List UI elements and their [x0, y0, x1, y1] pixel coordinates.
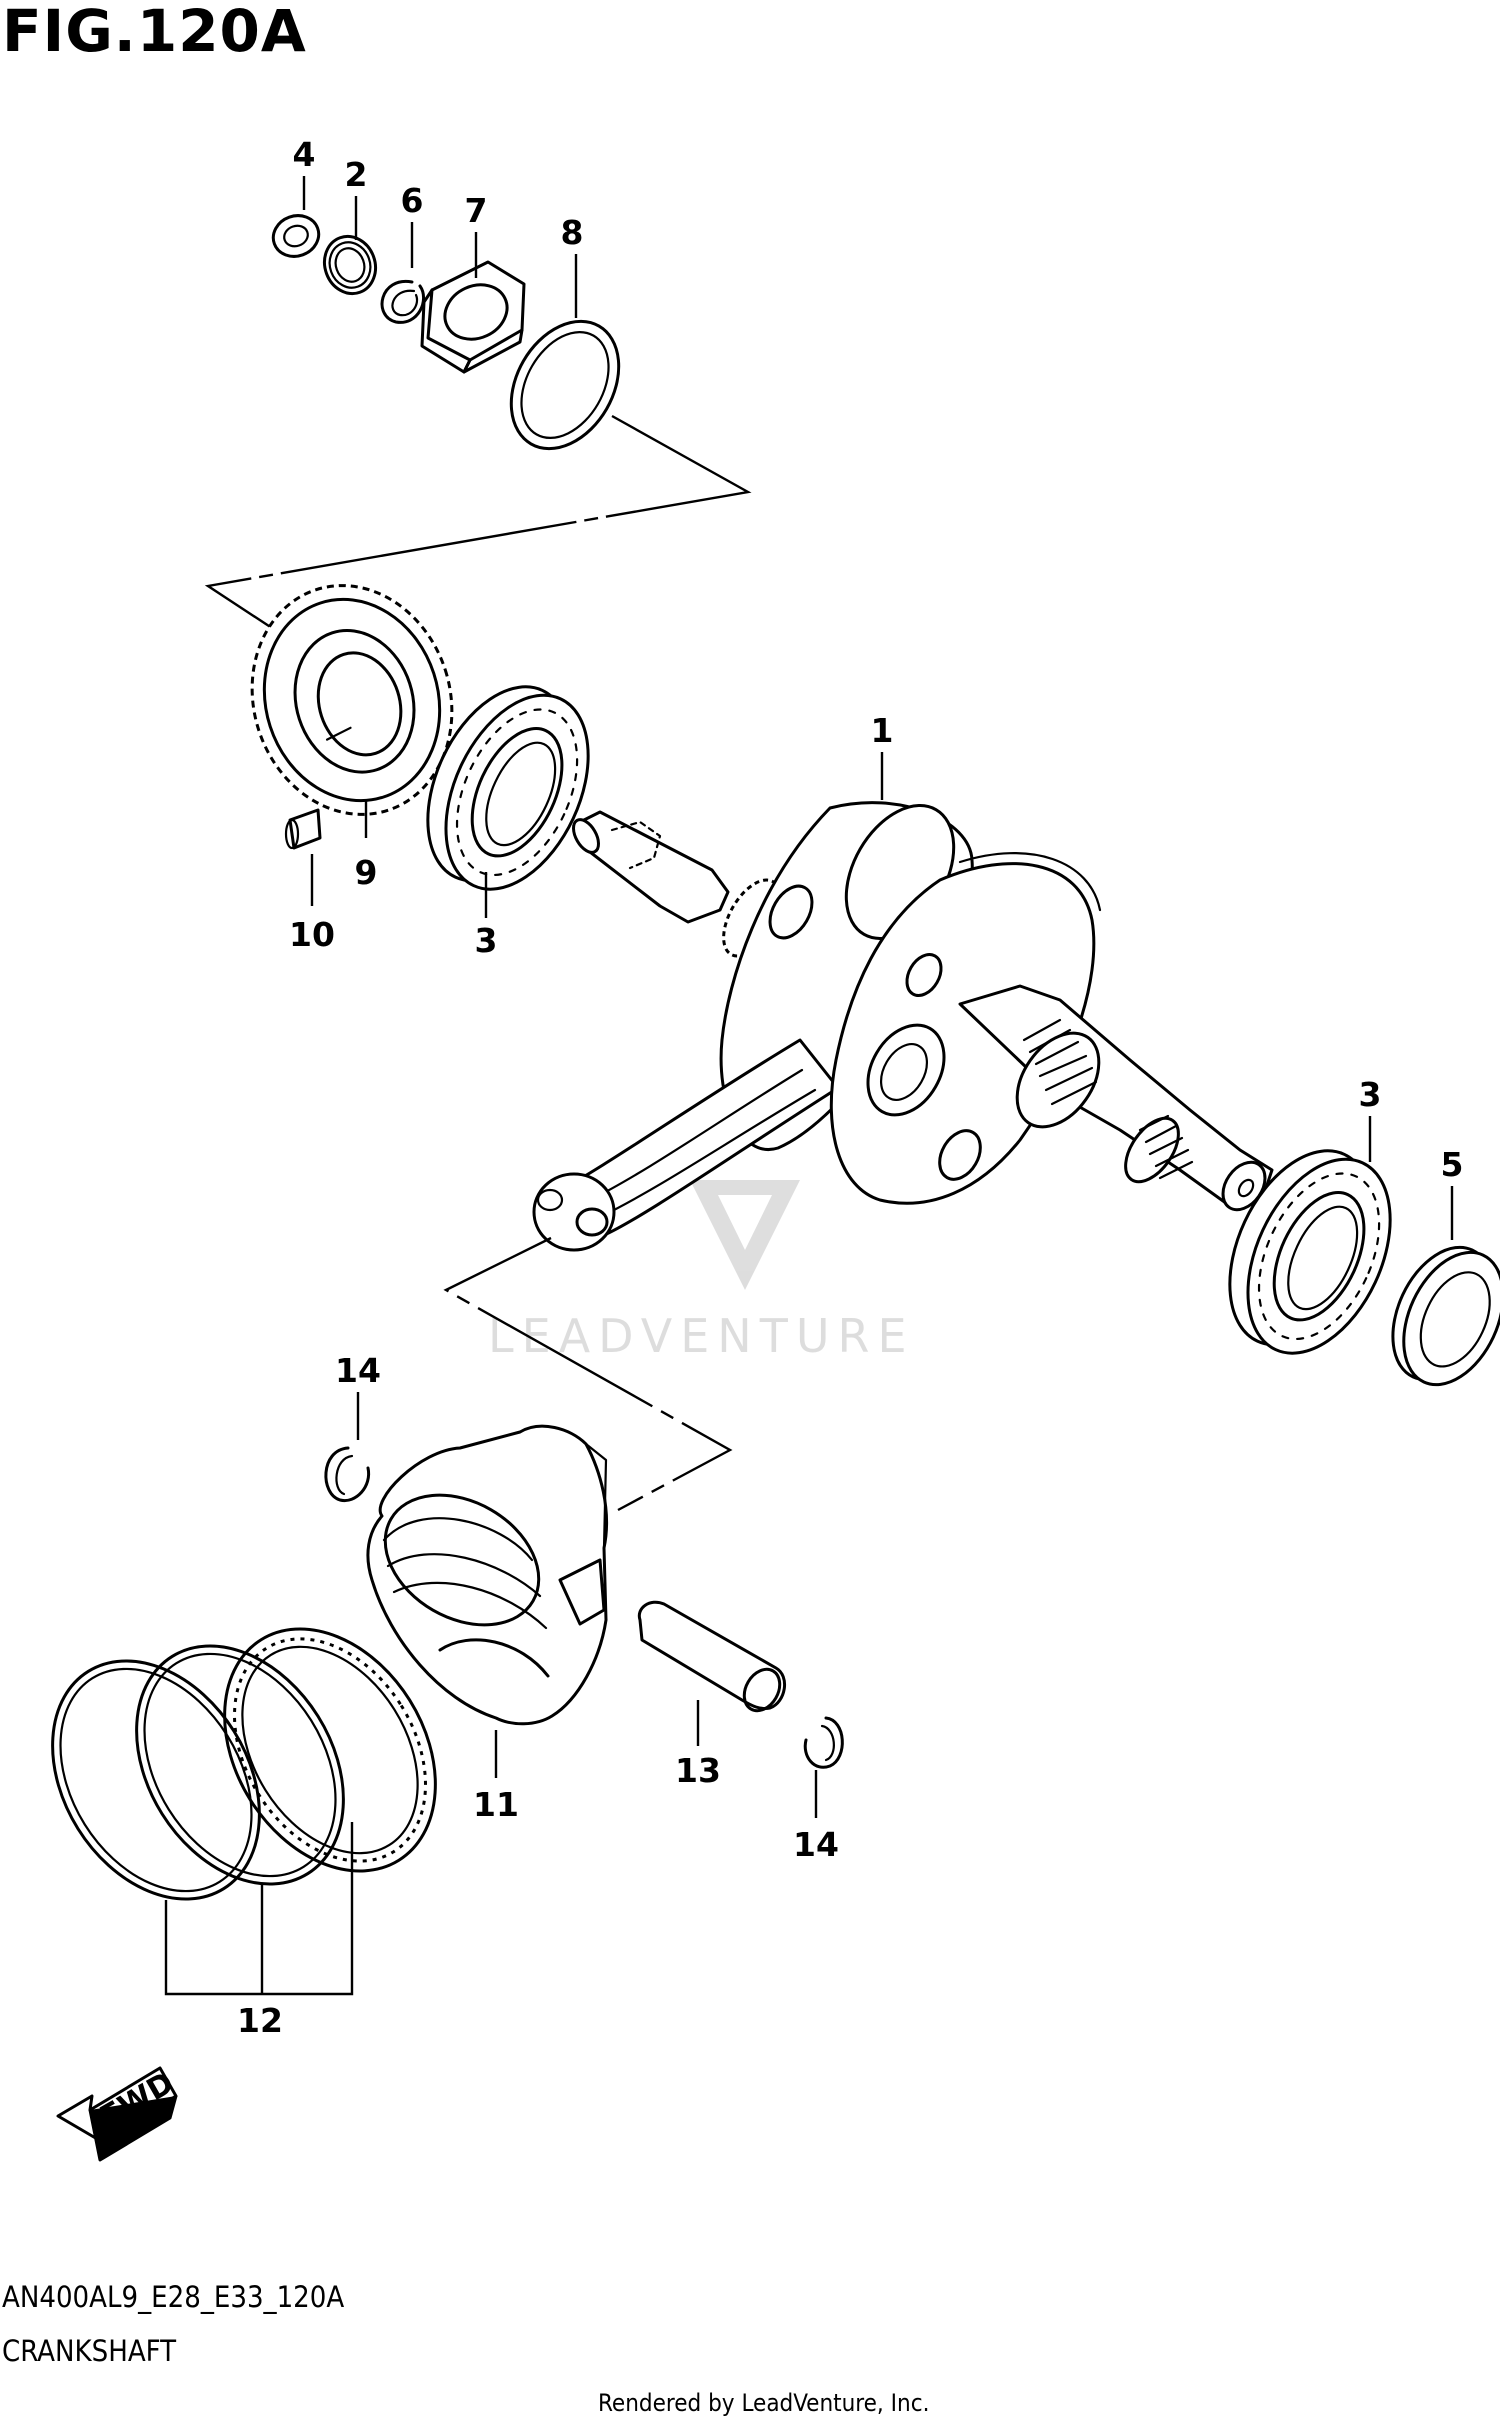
callout-5[interactable]: 5 [1441, 1145, 1464, 1184]
section-name: CRANKSHAFT [2, 2334, 177, 2368]
callout-14-lower[interactable]: 14 [793, 1825, 839, 1864]
circlip-14-lower[interactable] [803, 1716, 844, 1769]
oil-seal-4[interactable] [268, 209, 325, 262]
piston-ring-set-12[interactable] [10, 1590, 478, 1937]
crankshaft-1[interactable] [532, 787, 1274, 1252]
bearing-3-right[interactable] [1201, 1128, 1419, 1376]
watermark-logo-icon [690, 1180, 800, 1290]
lock-nut-7[interactable] [420, 260, 526, 374]
callout-10[interactable]: 10 [289, 915, 335, 954]
circlip-6[interactable] [380, 280, 426, 324]
callout-9[interactable]: 9 [355, 853, 378, 892]
model-code: AN400AL9_E28_E33_120A [2, 2280, 345, 2314]
bearing-2[interactable] [317, 229, 384, 301]
callout-11[interactable]: 11 [473, 1785, 519, 1824]
crank-gear-9[interactable] [223, 559, 481, 840]
watermark-text: LEADVENTURE [488, 1309, 915, 1363]
callout-3-left[interactable]: 3 [475, 921, 498, 960]
callout-14-upper[interactable]: 14 [335, 1351, 381, 1390]
circlip-14-upper[interactable] [324, 1446, 371, 1503]
callout-6[interactable]: 6 [401, 181, 424, 220]
piston-11[interactable] [362, 1424, 608, 1726]
callout-2[interactable]: 2 [345, 155, 368, 194]
leader-lines [164, 176, 1454, 1996]
figure-title: FIG.120A [2, 0, 307, 65]
callout-13[interactable]: 13 [675, 1751, 721, 1790]
fwd-direction-arrow: FWD [56, 2065, 180, 2162]
bearing-3-left[interactable] [399, 664, 617, 912]
washer-8[interactable] [489, 302, 640, 468]
callout-8[interactable]: 8 [561, 213, 584, 252]
rendered-by-credit: Rendered by LeadVenture, Inc. [598, 2389, 930, 2417]
callout-12[interactable]: 12 [237, 2001, 283, 2040]
assembly-reference-line-upper [204, 414, 752, 634]
callout-1[interactable]: 1 [871, 711, 894, 750]
assembly-reference-line-lower [443, 1236, 733, 1512]
piston-pin-13[interactable] [637, 1600, 787, 1717]
callouts: 1 2 3 3 4 5 6 7 8 9 10 11 12 13 14 14 [237, 135, 1463, 2040]
callout-3-right[interactable]: 3 [1359, 1075, 1382, 1114]
key-pin-10[interactable] [284, 808, 322, 850]
callout-7[interactable]: 7 [465, 191, 488, 230]
callout-4[interactable]: 4 [293, 135, 316, 174]
oil-seal-5[interactable] [1373, 1231, 1500, 1400]
